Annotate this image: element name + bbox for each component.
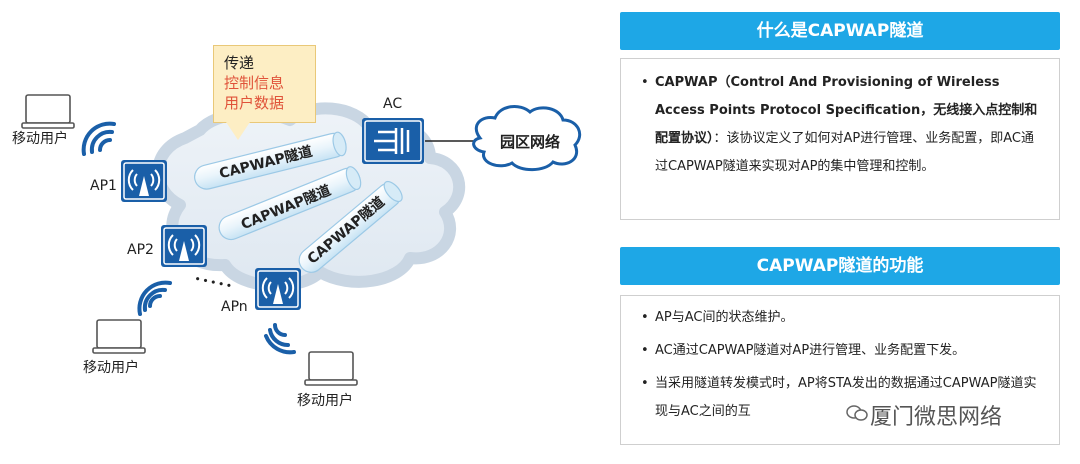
wifi-waves-icon — [137, 280, 172, 316]
laptop-icon — [304, 351, 358, 386]
apn-label: APn — [221, 299, 248, 315]
panel2-title: CAPWAP隧道的功能 — [620, 247, 1060, 285]
access-point-icon — [255, 268, 301, 310]
ap2-label: AP2 — [127, 242, 154, 258]
ap1-label: AP1 — [90, 178, 117, 194]
campus-network-label: 园区网络 — [500, 133, 561, 151]
callout-box: 传递 控制信息 用户数据 — [213, 45, 316, 123]
campus-cloud — [472, 105, 582, 172]
tunnel-1 — [194, 131, 347, 190]
panel2-item: AP与AC间的状态维护。 — [641, 304, 1045, 332]
laptop-icon — [92, 319, 146, 354]
tunnel-3 — [298, 180, 403, 273]
wechat-icon — [846, 405, 868, 421]
ac-label: AC — [383, 96, 403, 112]
panel1-body: CAPWAP（Control And Provisioning of Wirel… — [620, 58, 1060, 220]
laptop-icon — [21, 94, 75, 129]
callout-line-1: 传递 — [224, 54, 255, 72]
panel1-bold-text: CAPWAP（Control And Provisioning of Wirel… — [655, 75, 1038, 146]
access-point-icon — [121, 160, 167, 202]
ac-controller-icon — [362, 118, 424, 164]
panel2-item: AC通过CAPWAP隧道对AP进行管理、业务配置下发。 — [641, 337, 1045, 365]
access-point-icon — [161, 225, 207, 267]
callout-tail — [226, 122, 250, 140]
panel1-normal-text: ：该协议定义了如何对AP进行管理、业务配置，即AC通过CAPWAP隧道来实现对A… — [655, 131, 1034, 174]
callout-line-2: 控制信息 — [224, 74, 285, 92]
mobile-user-label: 移动用户 — [12, 131, 68, 147]
panel1-paragraph: CAPWAP（Control And Provisioning of Wirel… — [641, 69, 1045, 181]
panel2-item: 当采用隧道转发模式时，AP将STA发出的数据通过CAPWAP隧道实现与AC之间的… — [641, 370, 1045, 426]
callout-line-3: 用户数据 — [224, 94, 285, 112]
tunnel-2 — [218, 166, 362, 241]
mobile-user-label: 移动用户 — [297, 393, 353, 409]
network-diagram: AC AP1 AP2 APn • • • • • 移动用户 移动用户 移动用户 … — [12, 45, 582, 409]
mobile-user-label: 移动用户 — [83, 360, 139, 376]
panel1-title: 什么是CAPWAP隧道 — [620, 12, 1060, 50]
wifi-waves-icon — [81, 121, 116, 156]
watermark-text: 厦门微思网络 — [870, 405, 1003, 430]
panel2-body: AP与AC间的状态维护。 AC通过CAPWAP隧道对AP进行管理、业务配置下发。… — [620, 295, 1060, 445]
wifi-waves-icon — [264, 323, 296, 355]
